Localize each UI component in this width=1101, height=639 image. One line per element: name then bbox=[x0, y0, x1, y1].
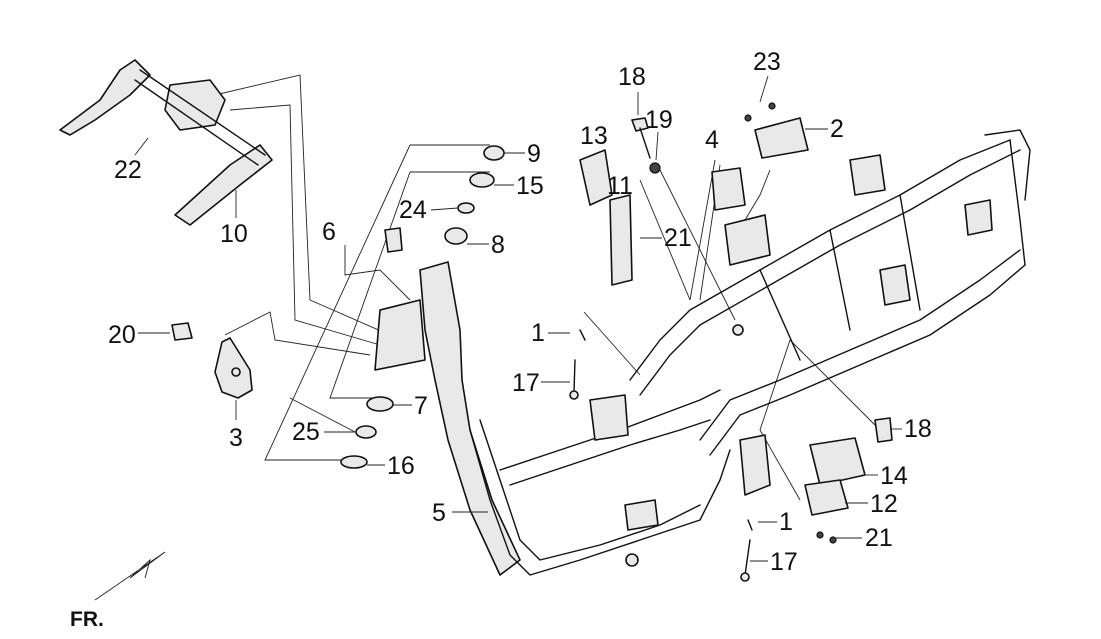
callout-21-upper: 21 bbox=[664, 224, 692, 252]
side-plate-parts bbox=[171, 322, 253, 399]
callout-24: 24 bbox=[399, 196, 427, 224]
lower-right-parts bbox=[569, 329, 893, 582]
callout-13: 13 bbox=[580, 122, 608, 150]
callout-4: 4 bbox=[705, 126, 719, 154]
callout-9: 9 bbox=[527, 140, 541, 168]
callout-25: 25 bbox=[292, 418, 320, 446]
steering-washers bbox=[340, 145, 505, 469]
callout-1-upper: 1 bbox=[531, 319, 545, 347]
callout-7: 7 bbox=[414, 392, 428, 420]
handlebar-assembly bbox=[59, 59, 273, 226]
callout-23: 23 bbox=[753, 48, 781, 76]
callout-18-lower: 18 bbox=[904, 415, 932, 443]
callout-19: 19 bbox=[645, 106, 673, 134]
callout-12: 12 bbox=[870, 490, 898, 518]
callout-17-upper: 17 bbox=[512, 369, 540, 397]
callout-18-upper: 18 bbox=[618, 63, 646, 91]
front-direction-marker: FR. bbox=[70, 608, 104, 631]
callout-16: 16 bbox=[387, 452, 415, 480]
callout-1-lower: 1 bbox=[779, 508, 793, 536]
callout-11: 11 bbox=[607, 172, 633, 200]
callout-2: 2 bbox=[830, 115, 844, 143]
leader-lines bbox=[94, 74, 881, 601]
callouts: 1 1 2 3 4 5 6 7 8 9 10 11 12 13 14 15 16… bbox=[108, 48, 932, 576]
callout-5: 5 bbox=[432, 499, 446, 527]
callout-14: 14 bbox=[880, 462, 908, 490]
callout-10: 10 bbox=[220, 220, 248, 248]
callout-22: 22 bbox=[114, 156, 142, 184]
callout-8: 8 bbox=[491, 231, 505, 259]
callout-20: 20 bbox=[108, 321, 136, 349]
callout-21-lower: 21 bbox=[865, 524, 893, 552]
callout-17-lower: 17 bbox=[770, 548, 798, 576]
callout-15: 15 bbox=[516, 172, 544, 200]
upper-small-parts bbox=[579, 102, 809, 286]
callout-3: 3 bbox=[229, 424, 243, 452]
main-frame bbox=[374, 129, 1031, 576]
callout-6: 6 bbox=[322, 218, 336, 246]
